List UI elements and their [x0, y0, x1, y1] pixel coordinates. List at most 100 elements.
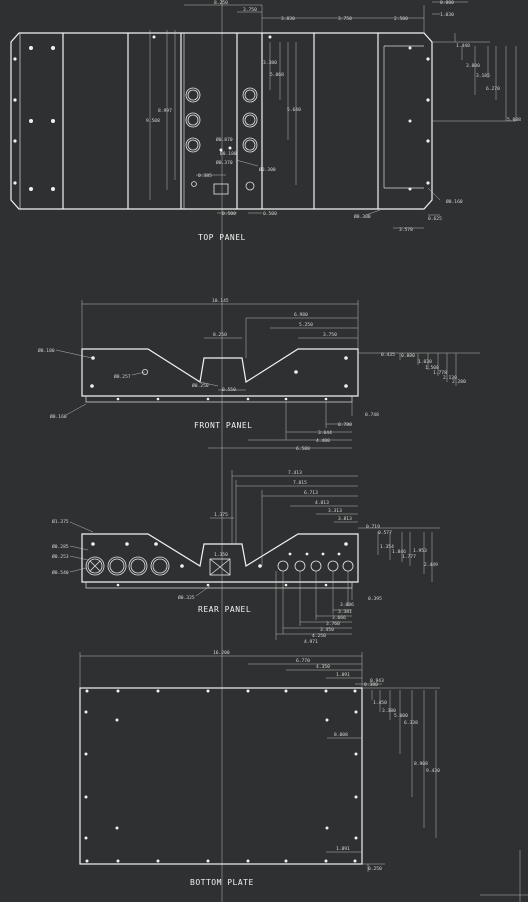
dim-label: 4.350	[316, 664, 330, 670]
dim-label: 7.413	[288, 470, 302, 476]
front-panel-title: FRONT PANEL	[194, 421, 252, 430]
bottom-holes	[84, 689, 358, 863]
dim-label: 1.375	[214, 512, 228, 518]
dim-label: Ø0.180	[220, 150, 237, 157]
front-panel-view: 10.145 6.980 5.250 3.750 8.250 Ø0.180 Ø0…	[38, 298, 480, 452]
dim-label: 3.813	[338, 516, 352, 522]
dim-label: 1.891	[336, 672, 350, 678]
dim-label: 16.200	[213, 650, 230, 656]
dim-label: 10.145	[212, 298, 229, 304]
dim-label: 8.997	[158, 108, 172, 114]
dim-label: 7.815	[293, 480, 307, 486]
dim-label: 6.270	[486, 86, 500, 92]
bottom-plate-view: 16.200 6.770 4.350 1.891 0.943 0.380 1.4…	[79, 650, 528, 902]
dim-label: 1.030	[418, 359, 432, 365]
dim-label: 1.350	[214, 552, 228, 558]
dim-label: 3.666	[332, 615, 346, 621]
dim-label: 1.440	[456, 43, 470, 49]
dim-label: 1.508	[425, 365, 439, 371]
dim-label: Ø0.250	[192, 382, 209, 389]
dim-label: 1.354	[380, 544, 394, 550]
dim-label: Ø0.160	[50, 413, 67, 420]
dim-label: Ø0.253	[52, 553, 69, 560]
dim-label: 0.385	[198, 173, 212, 179]
rear-connector-holes	[85, 542, 354, 587]
dim-label: 8.250	[214, 0, 228, 6]
dim-label: 2.280	[452, 379, 466, 385]
dim-label: 2.500	[394, 16, 408, 22]
dim-label: 8.008	[334, 732, 348, 738]
front-dimension-lines	[55, 300, 480, 449]
dim-label: 3.750	[323, 332, 337, 338]
dim-label: 3.800	[466, 63, 480, 69]
dim-label: Ø0.285	[52, 543, 69, 550]
dim-label: 0.880	[440, 0, 454, 6]
dim-label: 3.750	[243, 7, 257, 13]
top-mount-holes	[13, 35, 430, 191]
dim-label: Ø1.375	[52, 518, 69, 525]
dim-label: 3.750	[338, 16, 352, 22]
dim-label: 0.500	[222, 211, 236, 217]
dim-label: 1.778	[433, 370, 447, 376]
dim-label: 1.777	[402, 554, 416, 560]
dim-label: Ø0.325	[178, 594, 195, 601]
dim-label: Ø0.160	[446, 198, 463, 205]
dim-label: 2.449	[424, 562, 438, 568]
top-panel-title: TOP PANEL	[198, 233, 246, 242]
dim-label: 5.068	[270, 72, 284, 78]
rear-panel-outline	[81, 533, 359, 583]
dim-label: 0.380	[364, 682, 378, 688]
dim-label: 9.508	[146, 118, 160, 124]
dim-label: 1.953	[413, 548, 427, 554]
dim-label: 3.086	[340, 602, 354, 608]
dim-label: 5.640	[287, 107, 301, 113]
dim-label: 8.250	[213, 332, 227, 338]
front-holes	[90, 356, 348, 401]
dim-label: 9.430	[426, 768, 440, 774]
dim-label: 0.500	[263, 211, 277, 217]
dim-label: 0.625	[428, 216, 442, 222]
dim-label: 0.435	[381, 352, 395, 358]
dim-label: 3.380	[382, 708, 396, 714]
dim-label: 6.713	[304, 490, 318, 496]
dim-label: 0.550	[222, 387, 236, 393]
dim-label: 3.313	[328, 508, 342, 514]
top-connector-holes	[185, 87, 258, 195]
dim-label: 0.748	[365, 412, 379, 418]
top-panel-view: 8.250 3.750 3.830 3.750 2.500 0.880 1.03…	[10, 0, 521, 242]
dim-label: Ø0.300	[259, 166, 276, 173]
dim-label: 5.008	[507, 117, 521, 123]
dim-label: 8.908	[414, 761, 428, 767]
rear-dimension-lines	[69, 470, 440, 640]
dim-label: 0.395	[368, 596, 382, 602]
dim-label: 1.846	[392, 549, 406, 555]
dim-label: 6.770	[296, 658, 310, 664]
dim-label: 3.380	[263, 60, 277, 66]
dim-label: Ø0.870	[216, 136, 233, 143]
dim-label: 6.508	[296, 446, 310, 452]
dim-label: 0.943	[370, 678, 384, 684]
dim-label: 6.980	[294, 312, 308, 318]
dim-label: 1.891	[336, 846, 350, 852]
dim-label: 3.185	[476, 73, 490, 79]
dim-label: Ø0.300	[354, 213, 371, 220]
dim-label: Ø0.257	[114, 373, 131, 380]
dim-label: 0.719	[366, 524, 380, 530]
dim-label: 6.338	[404, 720, 418, 726]
dim-label: 5.000	[394, 713, 408, 719]
front-panel-outline	[81, 348, 359, 397]
dim-label: 3.578	[399, 227, 413, 233]
rear-panel-view: 7.413 7.815 6.713 4.813 3.313 3.813 1.37…	[52, 470, 440, 645]
dim-label: Ø0.540	[52, 569, 69, 576]
dim-label: 0.780	[338, 422, 352, 428]
dim-label: 4.971	[304, 639, 318, 645]
dim-label: 5.250	[299, 322, 313, 328]
dim-label: 4.250	[312, 633, 326, 639]
rear-panel-title: REAR PANEL	[198, 605, 251, 614]
dim-label: 4.400	[316, 438, 330, 444]
dim-label: 3.830	[281, 16, 295, 22]
bottom-dimension-lines	[79, 652, 528, 902]
bottom-plate-title: BOTTOM PLATE	[190, 878, 254, 887]
